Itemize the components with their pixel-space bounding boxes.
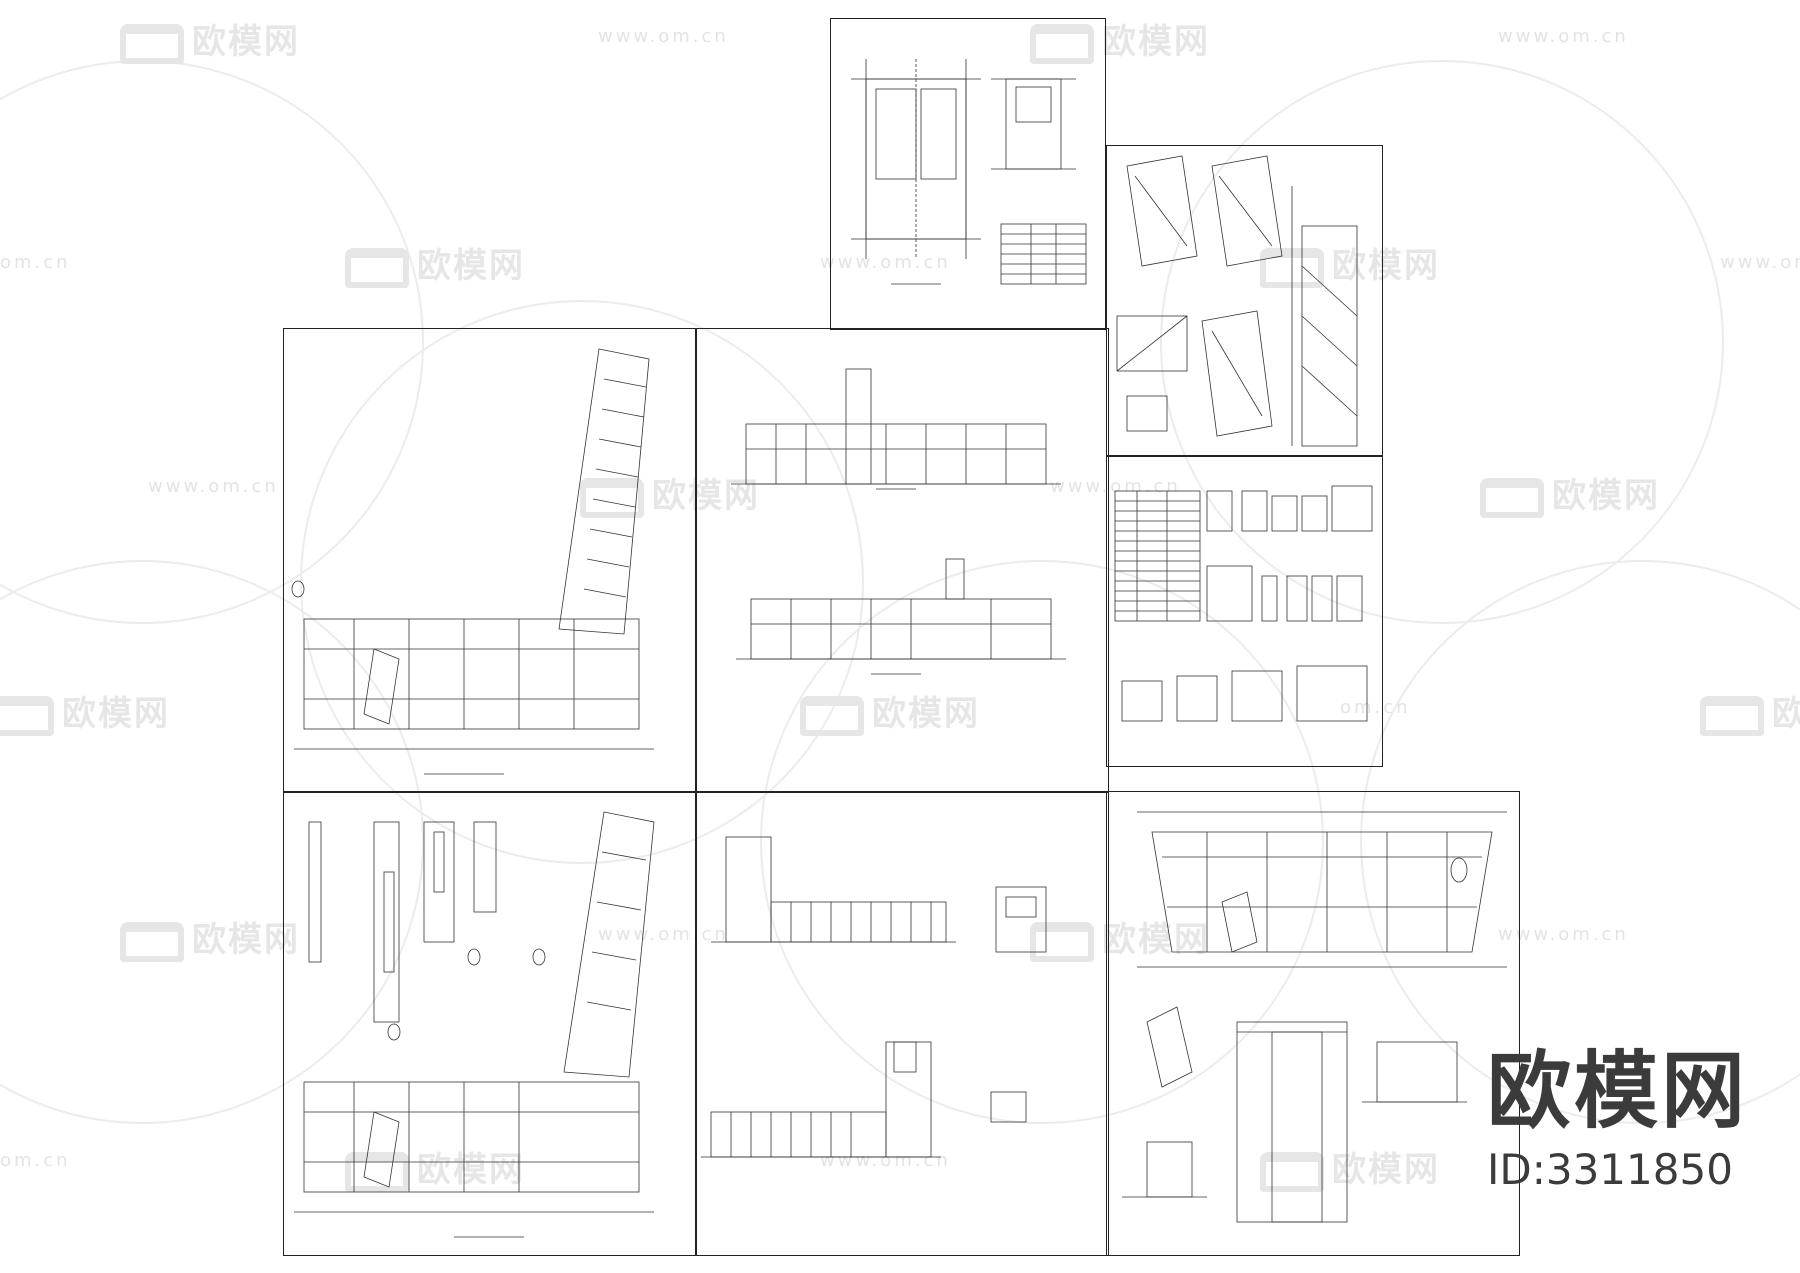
watermark-url: www.om.cn	[598, 26, 729, 47]
elevations-a-drawing	[731, 368, 1066, 675]
sheet-stair-details	[1106, 145, 1383, 457]
watermark-logo: 欧模网	[120, 14, 300, 64]
sheet-window-schedule	[1106, 455, 1383, 767]
sheet-elevations-b-sections	[695, 791, 1109, 1256]
floor-plan-1-drawing	[291, 348, 654, 775]
window-schedule-drawing	[1114, 485, 1373, 722]
watermark-logo: 欧模网	[1700, 686, 1800, 736]
elevations-b-drawing	[701, 836, 1047, 1158]
brand-stamp: 欧模网 ID:3311850	[1487, 1049, 1748, 1193]
stair-detail-drawing	[1116, 155, 1358, 447]
sheet-wall-sections-floor-plan-2	[283, 791, 697, 1256]
roof-plan-drawing	[1122, 811, 1507, 1223]
detail-plan-drawing	[851, 59, 1087, 285]
watermark-url: www.om.cn	[1720, 252, 1800, 273]
watermark-logo: 欧模网	[0, 686, 170, 736]
watermark-logo: 欧模网	[345, 238, 525, 288]
wall-sections-drawing	[294, 811, 655, 1238]
model-id: ID:3311850	[1486, 1144, 1733, 1194]
sheet-detail-plan-top	[830, 18, 1106, 330]
watermark-url: www.om.cn	[148, 476, 279, 497]
watermark-logo: 欧模网	[1480, 468, 1660, 518]
brand-name: 欧模网	[1486, 1041, 1748, 1140]
watermark-url: om.cn	[0, 252, 71, 273]
sheet-elevations-a	[695, 328, 1109, 793]
watermark-url: om.cn	[0, 1150, 71, 1171]
watermark-url: www.om.cn	[1498, 26, 1629, 47]
watermark-logo: 欧模网	[120, 912, 300, 962]
sheet-floor-plan-1	[283, 328, 697, 793]
sheet-roof-plan-details	[1106, 791, 1520, 1256]
